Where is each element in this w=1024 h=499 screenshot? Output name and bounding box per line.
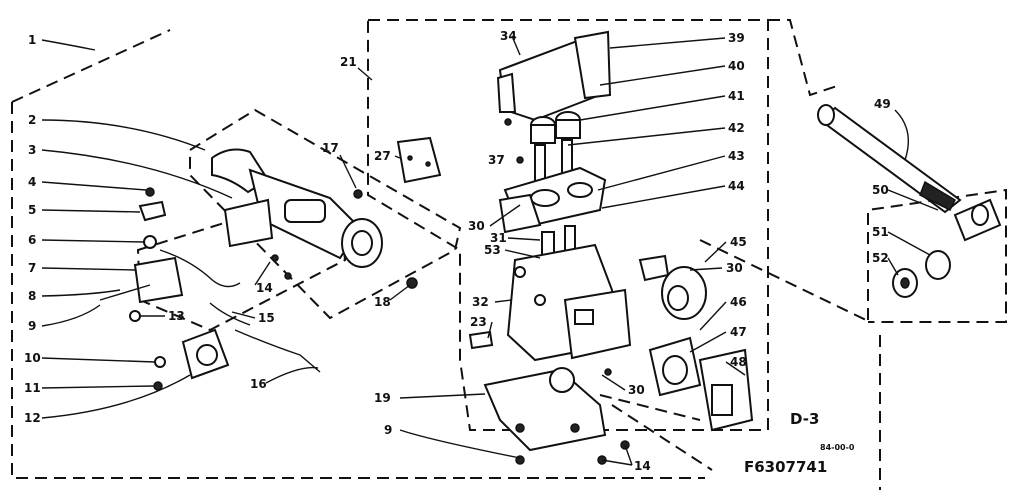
- callout-11: 11: [24, 381, 41, 395]
- outline-link-right: [699, 239, 867, 321]
- callout-9-lower: 9: [384, 423, 392, 437]
- callout-10: 10: [24, 351, 41, 365]
- callout-53: 53: [484, 243, 501, 257]
- callout-43: 43: [728, 149, 745, 163]
- callout-47: 47: [730, 325, 747, 339]
- callout-37: 37: [488, 153, 505, 167]
- gas-pipe: [817, 104, 1002, 298]
- mounting-bracket: [483, 367, 630, 465]
- callout-9: 9: [28, 319, 36, 333]
- callout-23: 23: [470, 315, 487, 329]
- outline-bottom-link: [611, 404, 713, 471]
- callout-52: 52: [872, 251, 889, 265]
- callout-14-lower: 14: [634, 459, 651, 473]
- figure-id-label: D-3: [790, 410, 819, 428]
- solenoid-assembly: [648, 336, 754, 432]
- callout-8: 8: [28, 289, 36, 303]
- callout-6: 6: [28, 233, 36, 247]
- callout-32: 32: [472, 295, 489, 309]
- parts: [99, 30, 1002, 465]
- burner-tube: [211, 148, 383, 268]
- callout-27: 27: [374, 149, 391, 163]
- callout-13: 13: [168, 309, 185, 323]
- outline-pipe-group: [768, 19, 1007, 323]
- callout-42: 42: [728, 121, 745, 135]
- callout-14-upper: 14: [256, 281, 273, 295]
- callout-31: 31: [490, 231, 507, 245]
- callouts: 1 2 3 4 5 6 7 8 9 10 11 12 13 14 15 16 1…: [24, 29, 891, 473]
- callout-41: 41: [728, 89, 745, 103]
- callout-40: 40: [728, 59, 745, 73]
- outline-burner: [189, 108, 462, 320]
- callout-12: 12: [24, 411, 41, 425]
- outline-main: [11, 29, 705, 479]
- callout-18: 18: [374, 295, 391, 309]
- valve-knobs: [530, 111, 581, 144]
- callout-44: 44: [728, 179, 745, 193]
- part-number-label: F6307741: [744, 458, 827, 476]
- callout-30-upper: 30: [468, 219, 485, 233]
- callout-1: 1: [28, 33, 36, 47]
- callout-2: 2: [28, 113, 36, 127]
- callout-34: 34: [500, 29, 517, 43]
- pilot-assembly: [99, 187, 321, 391]
- callout-21: 21: [340, 55, 357, 69]
- callout-49: 49: [874, 97, 891, 111]
- outline-link-lower: [599, 394, 701, 421]
- callout-48: 48: [730, 355, 747, 369]
- callout-15: 15: [258, 311, 275, 325]
- callout-4: 4: [28, 175, 36, 189]
- valve-body: [468, 139, 632, 362]
- valve-cover: [496, 30, 612, 122]
- callout-45: 45: [730, 235, 747, 249]
- leader-lines: [41, 35, 939, 466]
- callout-5: 5: [28, 203, 36, 217]
- callout-51: 51: [872, 225, 889, 239]
- callout-7: 7: [28, 261, 36, 275]
- callout-50: 50: [872, 183, 889, 197]
- callout-17: 17: [322, 141, 339, 155]
- callout-30-lower: 30: [628, 383, 645, 397]
- figure-code-label: 84-00-0: [820, 443, 855, 452]
- callout-3: 3: [28, 143, 36, 157]
- callout-39: 39: [728, 31, 745, 45]
- callout-30-right: 30: [726, 261, 743, 275]
- callout-46: 46: [730, 295, 747, 309]
- switch-plate: [396, 136, 442, 184]
- callout-16: 16: [250, 377, 267, 391]
- callout-19: 19: [374, 391, 391, 405]
- thermocouple-magnet: [638, 254, 707, 320]
